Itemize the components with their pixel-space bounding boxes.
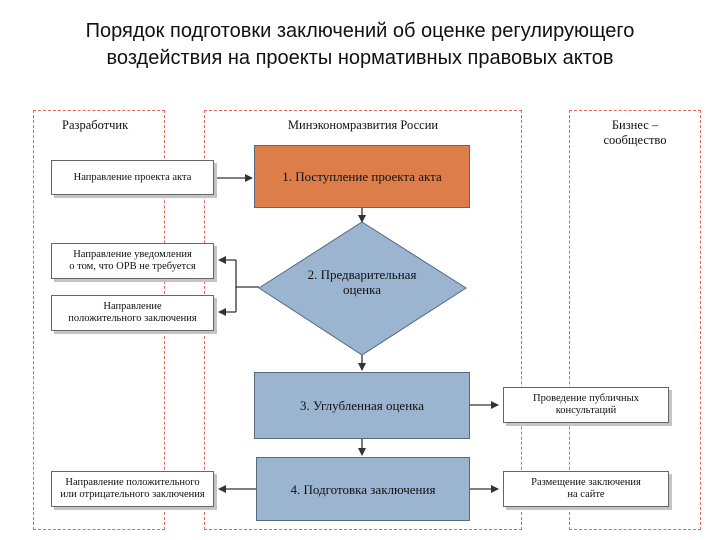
- developer-positive-box: Направление положительного заключения: [51, 295, 214, 331]
- lane-business-title: Бизнес – сообщество: [569, 118, 701, 148]
- consult-line-2: консультаций: [555, 405, 617, 416]
- step2-label-line-2: оценка: [342, 282, 382, 297]
- step4-box: 4. Подготовка заключения: [256, 457, 470, 521]
- lane-business-title-line-2: сообщество: [603, 133, 667, 147]
- notice-line-1: Направление уведомления: [73, 249, 192, 260]
- step1-box: 1. Поступление проекта акта: [254, 145, 470, 208]
- step2-label-line-1: 2. Предварительная: [307, 267, 417, 282]
- step3-box: 3. Углубленная оценка: [254, 372, 470, 439]
- notice-line-2: о том, что ОРВ не требуется: [69, 261, 196, 272]
- publish-line-2: на сайте: [567, 489, 605, 500]
- final-line-2: или отрицательного заключения: [60, 489, 205, 500]
- branch-step2-left: [235, 260, 259, 288]
- publish-line-1: Размещение заключения: [531, 477, 641, 488]
- business-consult-box: Проведение публичных консультаций: [503, 387, 669, 423]
- step2-diamond: [258, 221, 467, 356]
- consult-line-1: Проведение публичных: [533, 393, 639, 404]
- lane-business-title-line-1: Бизнес –: [611, 118, 659, 132]
- developer-notice-box: Направление уведомления о том, что ОРВ н…: [51, 243, 214, 279]
- page-title: Порядок подготовки заключений об оценке …: [0, 18, 720, 72]
- positive-line-1: Направление: [103, 301, 162, 312]
- step2-label: 2. Предварительная оценка: [292, 267, 432, 297]
- lane-business: [569, 110, 701, 530]
- final-line-1: Направление положительного: [65, 477, 200, 488]
- developer-final-box: Направление положительного или отрицател…: [51, 471, 214, 507]
- title-line-2: воздействия на проекты нормативных право…: [106, 47, 614, 69]
- developer-send-draft-box: Направление проекта акта: [51, 160, 214, 195]
- lane-developer-title: Разработчик: [62, 118, 129, 132]
- positive-line-2: положительного заключения: [68, 313, 197, 324]
- lane-ministry-title: Минэкономразвития России: [287, 118, 439, 132]
- title-line-1: Порядок подготовки заключений об оценке …: [85, 20, 635, 42]
- business-publish-box: Размещение заключения на сайте: [503, 471, 669, 507]
